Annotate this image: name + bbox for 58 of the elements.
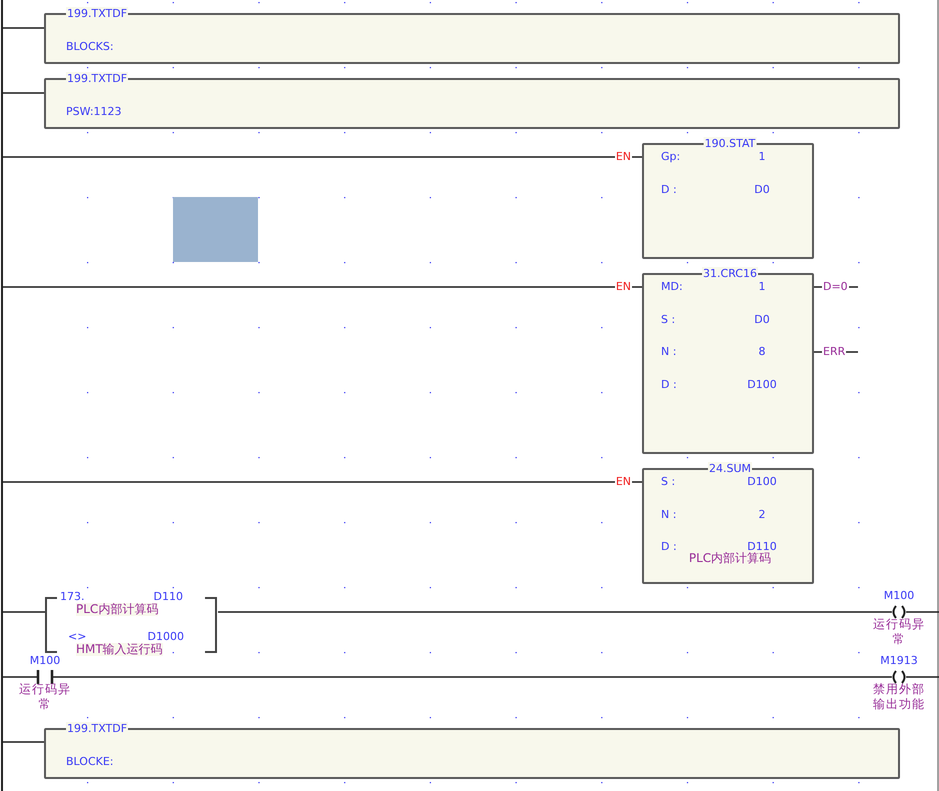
- operand-value: 1: [758, 150, 766, 163]
- wire: [3, 27, 44, 29]
- pin-label: EN: [614, 280, 632, 293]
- wire: [3, 92, 44, 94]
- wire: [3, 286, 642, 288]
- wire: [82, 676, 864, 678]
- block-title: 190.STAT: [704, 137, 756, 150]
- comment-text: PLC内部计算码: [688, 552, 772, 565]
- block-text: BLOCKS:: [66, 40, 114, 53]
- operand-label: S :: [661, 312, 676, 326]
- block-title: 199.TXTDF: [66, 722, 128, 735]
- comment-text: 运行码异常: [18, 682, 72, 712]
- block-title: 24.SUM: [708, 462, 752, 475]
- block-title: 199.TXTDF: [66, 7, 128, 20]
- operand-label: Gp:: [661, 150, 680, 163]
- wire: [934, 676, 939, 678]
- operand-value: D0: [754, 312, 770, 326]
- wire: [3, 611, 45, 613]
- device-address: M100: [30, 654, 60, 667]
- operand-value: D100: [747, 378, 777, 390]
- block-title: 31.CRC16: [702, 267, 758, 280]
- operand-value: D110: [747, 540, 777, 553]
- wire: [3, 676, 8, 678]
- wire: [3, 481, 642, 483]
- wire: [218, 611, 864, 613]
- operand-label: D :: [661, 182, 677, 196]
- device-address: 173.: [60, 590, 84, 603]
- operand-value: D100: [747, 475, 777, 488]
- device-address: D110: [154, 590, 183, 603]
- wire: [934, 611, 939, 613]
- pin-label: D=0: [822, 280, 849, 293]
- selection-rectangle: [173, 197, 258, 262]
- operand-label: N :: [661, 508, 676, 520]
- operand-value: 1: [758, 280, 766, 293]
- operand-value: D0: [754, 182, 770, 196]
- operand-label: MD:: [661, 280, 683, 293]
- operand-label: D :: [661, 540, 677, 553]
- comment-text: 运行码异常: [872, 617, 926, 647]
- comment-text: PLC内部计算码: [76, 603, 158, 616]
- comment-text: 禁用外部输出功能: [872, 682, 926, 712]
- block-text: PSW:1123: [66, 105, 122, 118]
- operand-label: D :: [661, 378, 677, 390]
- operand-label: S :: [661, 475, 676, 488]
- block-title: 199.TXTDF: [66, 72, 128, 85]
- operand-label: N :: [661, 345, 676, 358]
- pin-label: EN: [614, 475, 632, 488]
- pin-label: ERR: [822, 345, 846, 358]
- device-address: M100: [884, 589, 914, 602]
- pin-label: EN: [614, 150, 632, 163]
- wire: [3, 156, 642, 158]
- operand-value: 2: [758, 508, 766, 520]
- device-address: M1913: [880, 654, 918, 667]
- operator-symbol: <>: [68, 630, 86, 643]
- wire: [3, 741, 44, 743]
- comment-text: HMT输入运行码: [76, 643, 163, 656]
- device-address: D1000: [148, 630, 184, 643]
- block-text: BLOCKE:: [66, 755, 114, 768]
- operand-value: 8: [758, 345, 766, 358]
